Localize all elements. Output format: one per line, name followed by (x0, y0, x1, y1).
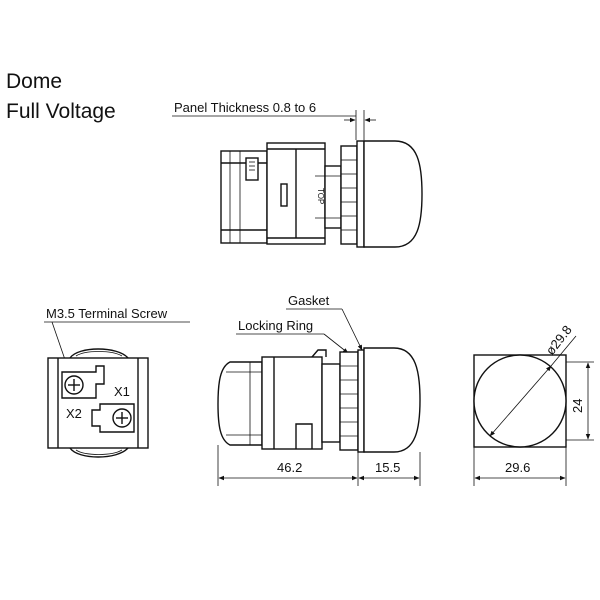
top-screw-slot (245, 157, 259, 181)
top-locking-ring (340, 145, 358, 245)
gasket-label: Gasket (288, 293, 330, 308)
rear-ring-bottom (69, 447, 129, 458)
screw-x1-icon (64, 375, 84, 395)
top-gasket (356, 140, 365, 248)
top-slot-mark (280, 183, 288, 207)
terminal-screw-label: M3.5 Terminal Screw (46, 306, 168, 321)
top-mark-label: TOP (316, 188, 325, 204)
side-dome (363, 347, 421, 453)
side-gasket (357, 349, 365, 453)
dim-width: 29.6 (505, 460, 530, 475)
rear-ring-top (69, 348, 129, 359)
side-housing (261, 356, 323, 450)
side-neck (321, 363, 341, 443)
dim-diameter: ø29.8 (543, 322, 575, 357)
x1-label: X1 (114, 384, 130, 399)
dim-line-diameter (489, 365, 552, 437)
title-line2: Full Voltage (6, 100, 116, 123)
gasket-leader (341, 308, 363, 351)
front-view: ø29.8 24 29.6 (473, 322, 594, 486)
top-dome (363, 140, 423, 248)
top-neck (324, 165, 342, 229)
dim-body-length: 46.2 (277, 460, 302, 475)
dim-dome-length: 15.5 (375, 460, 400, 475)
screw-x2-icon (112, 408, 132, 428)
panel-thickness-label: Panel Thickness 0.8 to 6 (174, 100, 316, 115)
side-view: Gasket Locking Ring (217, 293, 421, 486)
locking-ring-label: Locking Ring (238, 318, 313, 333)
top-terminal-block (220, 150, 268, 244)
title-line1: Dome (6, 70, 62, 93)
side-locking-ring (339, 351, 359, 451)
x2-label: X2 (66, 406, 82, 421)
locking-ring-leader (323, 333, 349, 354)
side-rear-body (217, 361, 263, 446)
dim-height: 24 (570, 399, 585, 413)
rear-view: M3.5 Terminal Screw X1 X2 (44, 306, 190, 458)
top-view: Panel Thickness 0.8 to 6 TOP (172, 100, 423, 248)
